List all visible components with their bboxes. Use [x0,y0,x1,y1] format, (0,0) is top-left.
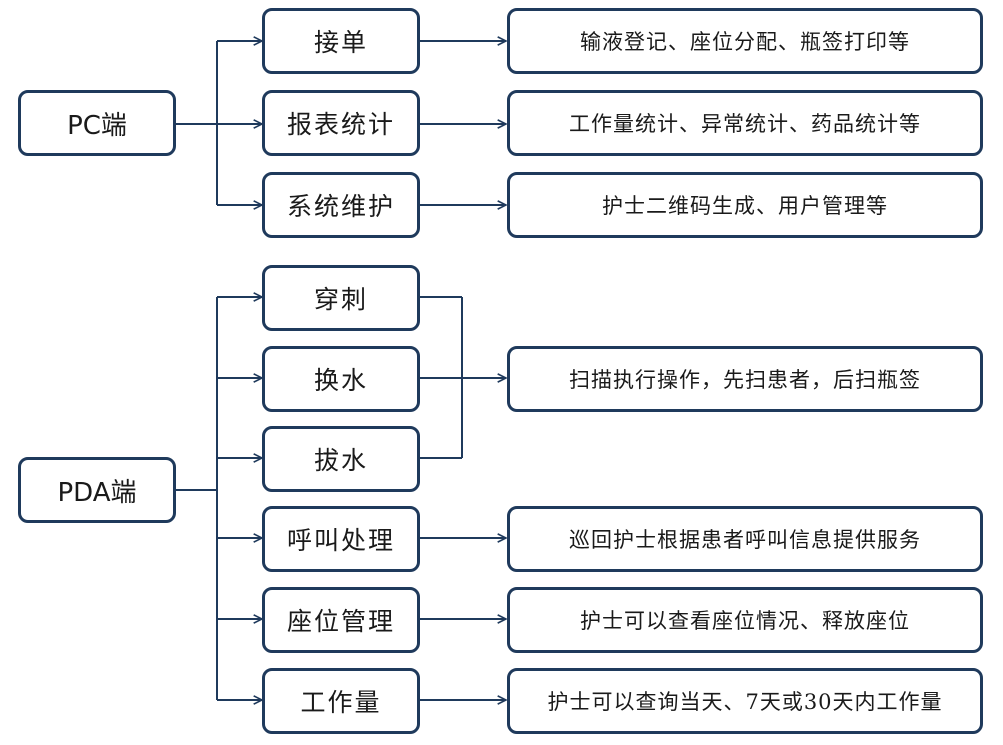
pc-func-label: 报表统计 [286,110,395,139]
pda-scan-node: 穿刺 [262,265,420,331]
pda-scan-label: 换水 [313,366,368,395]
pc-root-node: PC端 [18,90,176,156]
pda-desc-node: 护士可以查询当天、7天或30天内工作量 [507,668,983,734]
pda-desc-text: 护士可以查询当天、7天或30天内工作量 [547,690,943,714]
pc-desc-text: 护士二维码生成、用户管理等 [602,194,888,218]
pc-func-node: 报表统计 [262,90,420,156]
pda-desc-text: 护士可以查看座位情况、释放座位 [580,609,910,633]
pda-scan-label: 拔水 [313,446,368,475]
pda-root-node: PDA端 [18,457,176,523]
pda-scan-desc-node: 扫描执行操作，先扫患者，后扫瓶签 [507,346,983,412]
pc-desc-text: 输液登记、座位分配、瓶签打印等 [580,30,910,54]
pc-func-node: 接单 [262,8,420,74]
pc-desc-text: 工作量统计、异常统计、药品统计等 [569,112,921,136]
pda-scan-node: 拔水 [262,426,420,492]
pc-desc-node: 输液登记、座位分配、瓶签打印等 [507,8,983,74]
pc-root-label: PC端 [67,110,127,141]
pda-desc-text: 巡回护士根据患者呼叫信息提供服务 [569,528,921,552]
pc-func-label: 系统维护 [286,192,395,221]
pda-func-node: 工作量 [262,668,420,734]
pc-func-label: 接单 [313,28,368,57]
pda-root-label: PDA端 [57,477,137,508]
pc-desc-node: 护士二维码生成、用户管理等 [507,172,983,238]
pda-func-label: 座位管理 [286,607,395,636]
pda-desc-node: 巡回护士根据患者呼叫信息提供服务 [507,506,983,572]
pda-func-label: 工作量 [300,688,382,717]
pda-desc-node: 护士可以查看座位情况、释放座位 [507,587,983,653]
pda-func-node: 呼叫处理 [262,506,420,572]
pda-func-node: 座位管理 [262,587,420,653]
pda-scan-label: 穿刺 [313,285,368,314]
pda-func-label: 呼叫处理 [286,526,395,555]
pda-scan-node: 换水 [262,346,420,412]
pda-scan-desc-text: 扫描执行操作，先扫患者，后扫瓶签 [569,368,921,392]
pc-desc-node: 工作量统计、异常统计、药品统计等 [507,90,983,156]
pc-func-node: 系统维护 [262,172,420,238]
